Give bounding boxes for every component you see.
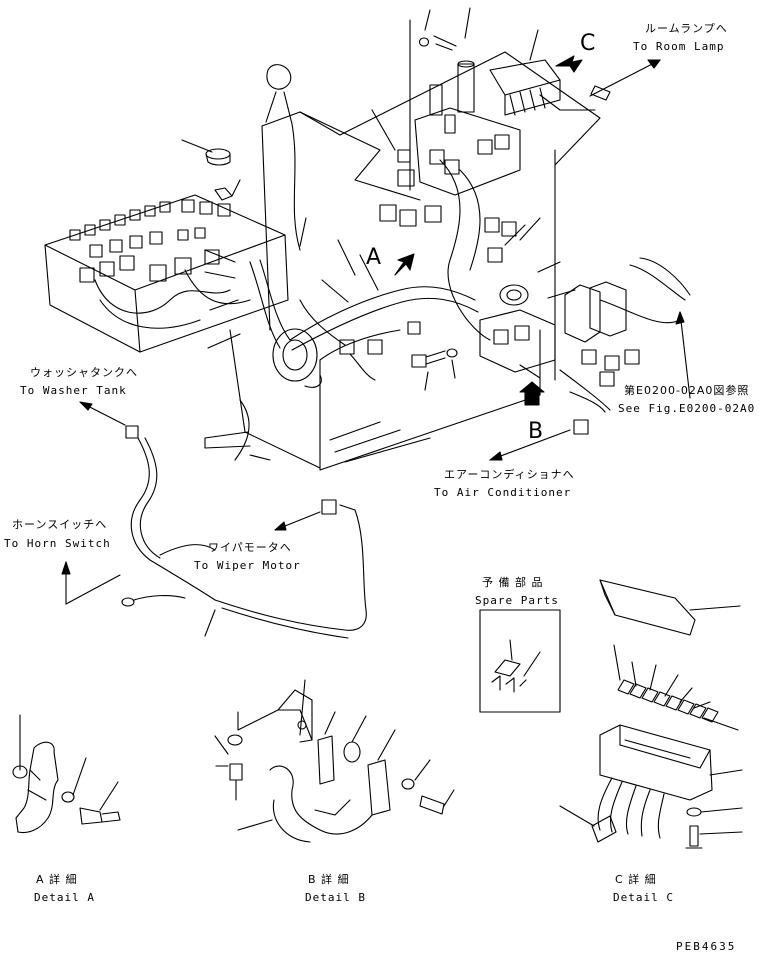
wiper-motor-label-en: To Wiper Motor — [194, 559, 301, 572]
detail-b-title-jp: B 詳 細 — [308, 873, 350, 886]
marker-c: C — [580, 31, 596, 56]
lower-harness — [121, 399, 367, 639]
see-fig-leader — [679, 311, 691, 399]
detail-c-title-jp: C 詳 細 — [615, 873, 657, 886]
detail-b-title-en: Detail B — [305, 891, 366, 904]
washer-tank-label-en: To Washer Tank — [20, 384, 127, 397]
spare-parts-label-en: Spare Parts — [475, 594, 559, 607]
washer-tank-label-jp: ウォッシャタンクへ — [30, 366, 138, 379]
horn-switch-label-en: To Horn Switch — [4, 537, 111, 550]
wiper-motor-label-jp: ワイパモータへ — [208, 541, 292, 554]
spare-parts-box — [479, 609, 561, 713]
see-fig-label-jp: 第E0200-02A0図参照 — [624, 384, 750, 397]
arrow-to-washer-tank — [79, 401, 139, 439]
room-lamp-label-jp: ルームランプへ — [645, 22, 728, 35]
horn-switch-label-jp: ホーンスイッチへ — [12, 518, 108, 531]
room-lamp-label-en: To Room Lamp — [633, 40, 725, 53]
marker-arrow-c — [555, 55, 583, 73]
marker-a: A — [366, 245, 382, 270]
see-fig-label-en: See Fig.E0200-02A0 — [618, 402, 756, 415]
arrow-to-horn-switch — [61, 561, 121, 605]
marker-arrow-b — [519, 381, 545, 406]
detail-c-title-en: Detail C — [613, 891, 674, 904]
air-conditioner-label-jp: エアーコンディショナへ — [444, 468, 575, 481]
detail-a-art — [12, 714, 121, 834]
arrow-to-wiper-motor — [274, 499, 337, 531]
spare-parts-label-jp: 予 備 部 品 — [482, 576, 544, 589]
marker-arrow-a — [394, 253, 415, 276]
drawing-code: PEB4635 — [676, 940, 737, 953]
fuse-box — [44, 148, 289, 353]
shift-lever — [265, 64, 301, 251]
detail-c-art — [559, 579, 743, 849]
top-relay-block — [379, 59, 596, 341]
main-bolts — [411, 35, 458, 368]
arrow-to-room-lamp — [589, 59, 661, 101]
right-components — [479, 257, 691, 413]
marker-b: B — [528, 419, 544, 444]
arrow-to-air-conditioner — [489, 419, 589, 461]
main-harness — [249, 259, 479, 388]
detail-a-title-jp: A 詳 細 — [36, 873, 78, 886]
air-conditioner-label-en: To Air Conditioner — [434, 486, 572, 499]
console-body — [204, 51, 601, 471]
detail-b-art — [214, 679, 455, 843]
detail-a-title-en: Detail A — [34, 891, 95, 904]
leader-lines — [181, 7, 576, 391]
